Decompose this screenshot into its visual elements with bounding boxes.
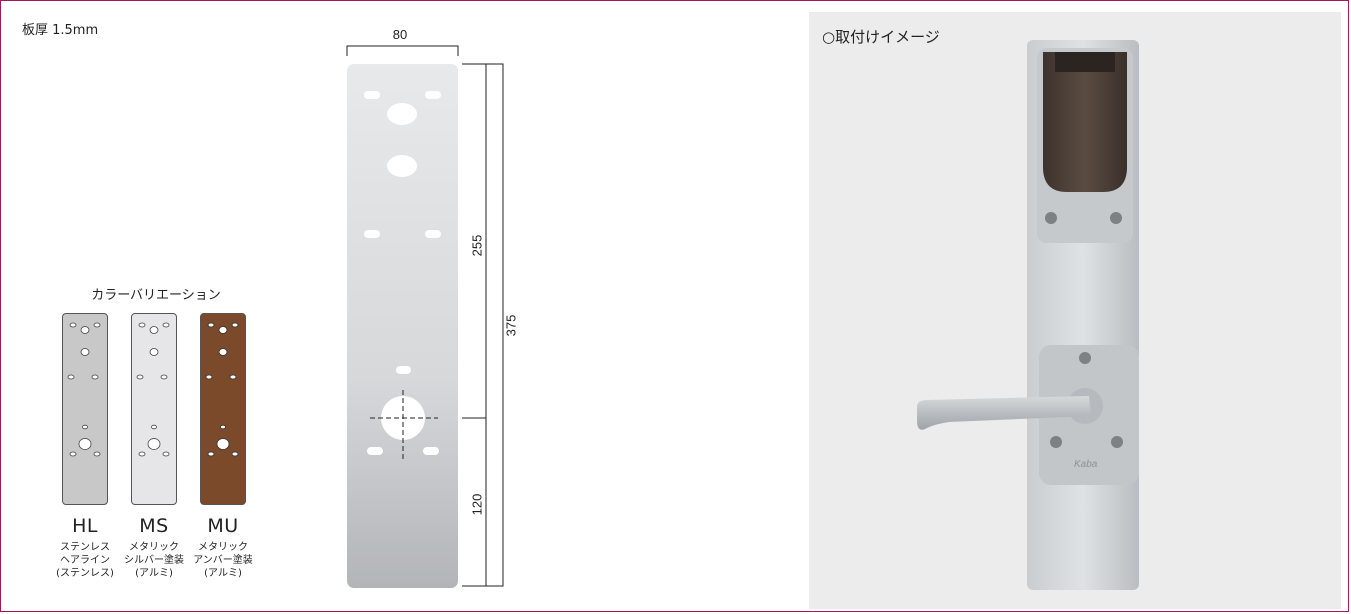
plate-thickness-label: 板厚 1.5mm — [22, 23, 99, 38]
screw-lever-right — [1111, 436, 1123, 448]
dim-lower-label: 120 — [469, 493, 485, 516]
plate-drawing — [346, 45, 504, 588]
dim-upper-label: 255 — [469, 234, 485, 257]
brand-logo: Kaba — [1074, 459, 1098, 470]
screw-top-right — [1110, 212, 1122, 224]
hole-screw-1 — [387, 103, 417, 125]
dim-width-label: 80 — [392, 27, 408, 42]
swatch-ms — [131, 313, 177, 505]
swatch-ms-holes — [136, 322, 170, 457]
screw-top-left — [1045, 212, 1057, 224]
swatch-desc-ms: メタリック シルバー塗装 (アルミ) — [124, 542, 184, 579]
hole-top-right — [425, 91, 441, 99]
hole-mid-right — [425, 230, 441, 238]
swatch-desc-mu: メタリック アンバー塗装 (アルミ) — [193, 542, 253, 579]
swatch-code-ms: MS — [139, 515, 169, 537]
reader-cover — [1043, 52, 1127, 192]
hole-bottom-right — [423, 447, 439, 455]
hole-screw-2 — [387, 155, 417, 177]
swatch-mu — [200, 313, 246, 505]
dim-total-label: 375 — [503, 314, 519, 337]
width-dimension-line — [346, 45, 459, 56]
swatch-hl — [62, 313, 108, 505]
swatch-mu-holes — [205, 322, 239, 457]
lever-handle — [917, 396, 1091, 430]
screw-lever-top — [1079, 352, 1091, 364]
swatch-desc-hl: ステンレス ヘアライン (ステンレス) — [56, 542, 114, 579]
spindle-crosshair — [370, 390, 438, 460]
swatch-hl-holes — [67, 322, 101, 457]
hole-lever-top — [396, 366, 411, 374]
install-image-label: ○取付けイメージ — [822, 28, 940, 46]
dim-375-line — [486, 63, 504, 587]
dim-120-line — [462, 417, 487, 587]
reader-slot — [1055, 52, 1115, 72]
swatch-code-mu: MU — [207, 515, 239, 537]
hole-top-left — [364, 91, 380, 99]
plate-body — [347, 64, 458, 588]
swatch-code-hl: HL — [72, 515, 98, 537]
hole-mid-left — [364, 230, 380, 238]
hole-bottom-left — [367, 447, 383, 455]
screw-lever-left — [1050, 436, 1062, 448]
color-variation-title: カラーバリエーション — [91, 288, 221, 303]
install-image-panel: Kaba — [809, 12, 1341, 609]
installed-lock-illustration: Kaba — [917, 40, 1139, 590]
